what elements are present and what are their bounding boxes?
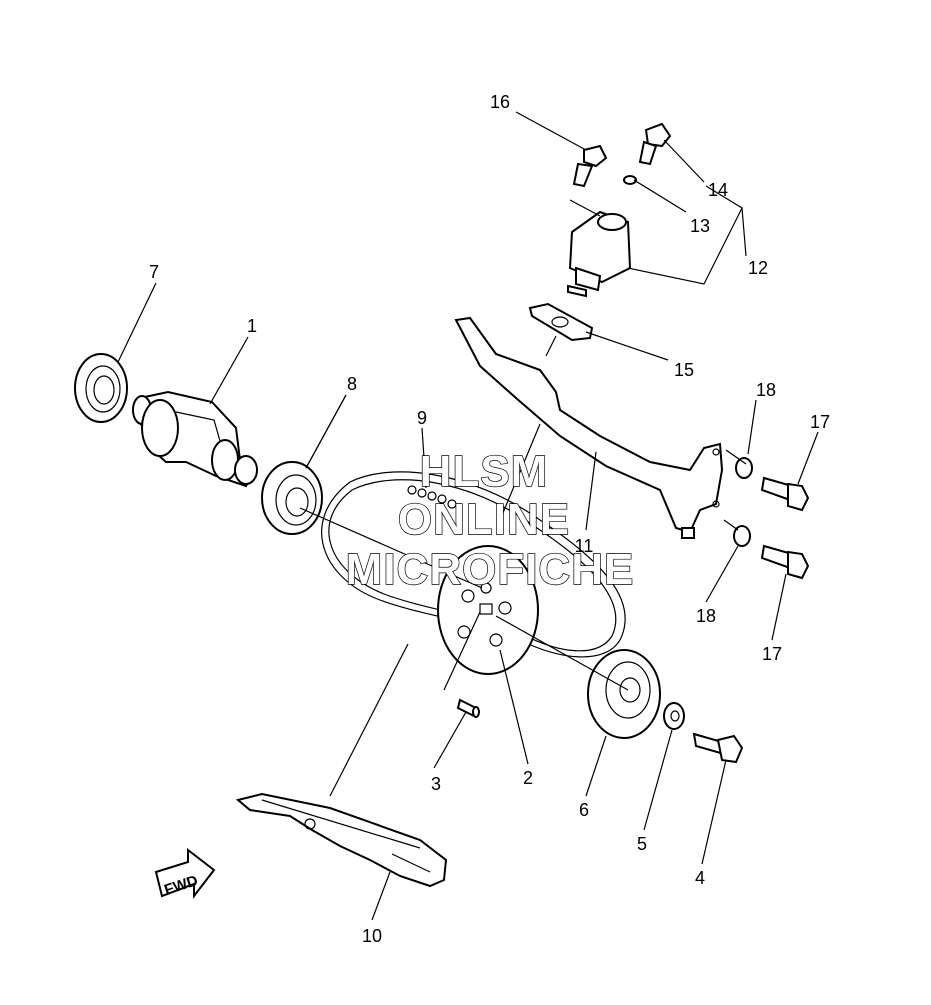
part-7-bearing: [74, 353, 128, 423]
label-17-upper: 17: [810, 412, 830, 432]
label-14: 14: [708, 180, 728, 200]
part-8-bearing: [261, 461, 323, 535]
label-18-lower: 18: [696, 606, 716, 626]
label-11: 11: [575, 536, 594, 556]
watermark-line-1: HLSM: [420, 447, 549, 496]
part-18-washer-lower: [733, 525, 751, 547]
fwd-arrow-icon: FWD: [154, 847, 216, 899]
label-8: 8: [347, 374, 357, 394]
label-1: 1: [247, 316, 257, 336]
part-1-camshaft: [132, 390, 258, 488]
label-4: 4: [695, 868, 705, 888]
label-16: 16: [490, 92, 510, 112]
part-5-washer: [663, 702, 685, 730]
part-3-pin: [456, 698, 480, 718]
label-17-lower: 17: [762, 644, 782, 664]
part-2-cam-sprocket: [437, 545, 539, 675]
part-10-chain-guide: [235, 792, 448, 888]
watermark-line-3: MICROFICHE: [346, 545, 635, 594]
part-4-bolt: [692, 732, 744, 764]
part-number-labels: 7 1 8 9 3 2 6 5 4 10 11 15 16 14 13 12 1…: [149, 92, 830, 946]
part-18-washer-upper: [735, 457, 753, 479]
part-15-gasket: [528, 302, 594, 342]
watermark: HLSM ONLINE MICROFICHE: [345, 446, 635, 594]
part-11-tensioner-guide: [454, 316, 724, 539]
leader-lines: [117, 111, 819, 921]
label-18-upper: 18: [756, 380, 776, 400]
part-12-tensioner: [567, 210, 632, 298]
label-7: 7: [149, 262, 159, 282]
label-10: 10: [362, 926, 382, 946]
part-6-plate: [587, 649, 661, 739]
label-13: 13: [690, 216, 710, 236]
part-14-bolt: [638, 122, 672, 166]
part-11-timing-chain: [321, 471, 626, 658]
label-12: 12: [748, 258, 768, 278]
watermark-line-2: ONLINE: [398, 495, 570, 544]
part-9-dowel-pin: [407, 485, 457, 509]
part-16-bolt: [572, 144, 608, 188]
part-17-bolt-lower: [760, 544, 810, 580]
label-2: 2: [523, 768, 533, 788]
label-5: 5: [637, 834, 647, 854]
part-17-bolt-upper: [760, 476, 810, 512]
label-9: 9: [417, 408, 427, 428]
label-15: 15: [674, 360, 694, 380]
part-13-washer: [623, 175, 637, 185]
label-6: 6: [579, 800, 589, 820]
label-3: 3: [431, 774, 441, 794]
